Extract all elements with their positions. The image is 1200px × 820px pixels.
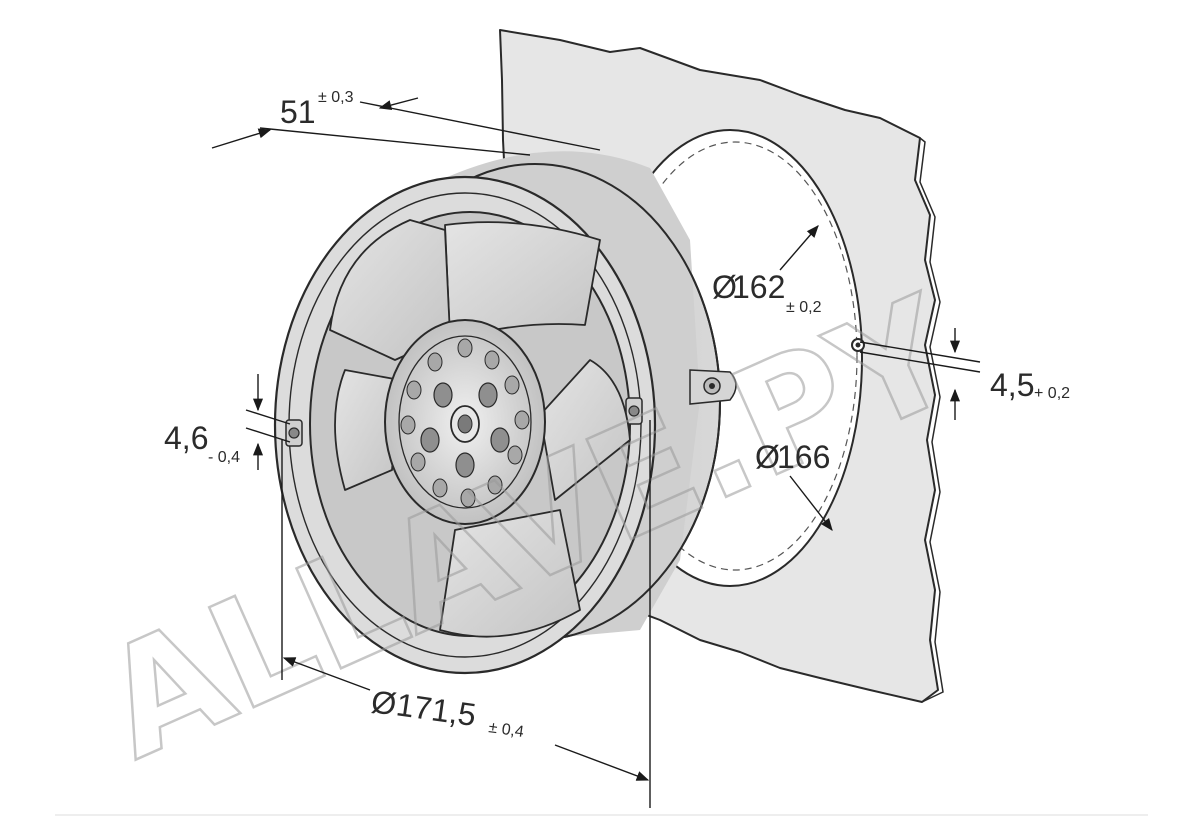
- dimension-depth: [211, 97, 601, 156]
- dimension-hole-diameter: [779, 225, 819, 271]
- depth-tolerance: ± 0,3: [318, 89, 354, 106]
- slot-width-value: 4,5: [990, 367, 1034, 403]
- hole-diameter-symbol: Ø: [712, 269, 737, 305]
- outer-diameter-symbol: Ø: [369, 683, 399, 722]
- fan-blades: [329, 219, 631, 638]
- blade-upper-left: [329, 219, 451, 361]
- outer-diameter-value: 171,5: [394, 686, 478, 733]
- slot-width-tolerance: + 0,2: [1034, 385, 1070, 402]
- cutout-diameter-value: 166: [777, 439, 830, 475]
- mount-hole-tolerance: - 0,4: [208, 449, 240, 466]
- mount-hole-value: 4,6: [164, 420, 208, 456]
- dimension-cutout-diameter: [789, 475, 833, 531]
- blade-left: [334, 369, 401, 491]
- dimension-slot-width: [859, 328, 981, 420]
- ring-mount-hole-left-icon: [288, 427, 300, 439]
- cutout-diameter-symbol: Ø: [755, 439, 780, 475]
- outer-diameter-tolerance: ± 0,4: [487, 719, 525, 741]
- depth-value: 51: [280, 94, 316, 130]
- blade-bottom: [439, 509, 581, 638]
- fan-hub: [384, 319, 546, 525]
- blade-right: [539, 359, 631, 501]
- dimension-mount-hole: [245, 374, 291, 470]
- dimension-outer-diameter: [281, 420, 651, 808]
- hole-diameter-value: 162: [732, 269, 785, 305]
- hole-diameter-tolerance: ± 0,2: [786, 299, 822, 316]
- ring-mount-hole-right-icon: [628, 405, 640, 417]
